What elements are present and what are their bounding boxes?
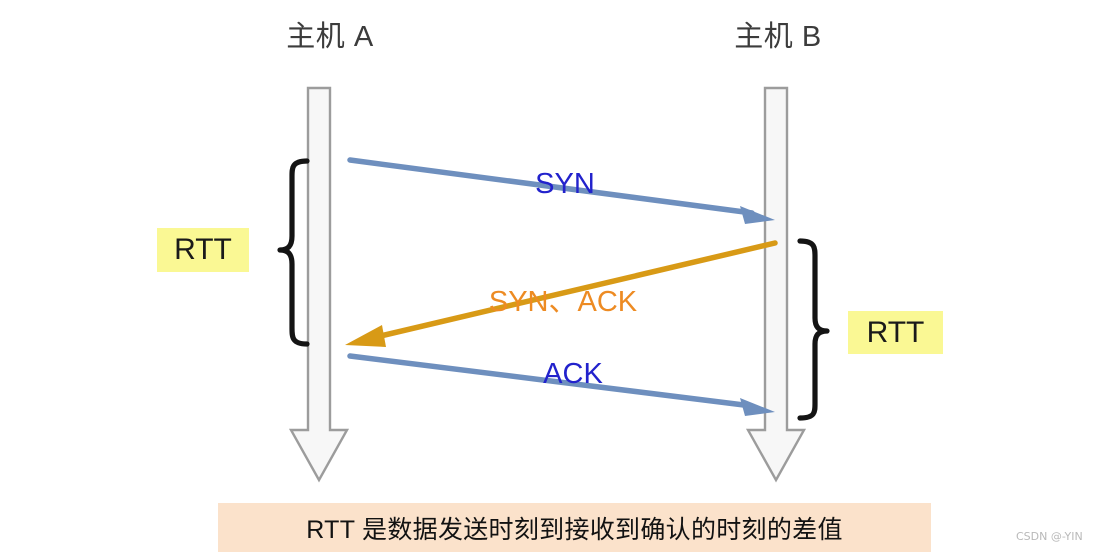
rtt-label-left: RTT: [157, 228, 249, 272]
footer-caption-text: RTT 是数据发送时刻到接收到确认的时刻的差值: [306, 515, 843, 544]
rtt-left-brace: [277, 158, 310, 347]
syn-ack-arrow: [345, 240, 778, 347]
footer-caption-banner: RTT 是数据发送时刻到接收到确认的时刻的差值: [218, 503, 931, 552]
ack-message-label: ACK: [543, 358, 603, 390]
rtt-right-brace: [797, 238, 830, 421]
syn-ack-message-label: SYN、ACK: [488, 286, 638, 318]
host-b-label: 主机 B: [734, 21, 822, 53]
ack-arrow: [347, 353, 775, 416]
host-a-timeline: [288, 86, 350, 483]
host-a-label: 主机 A: [286, 21, 374, 53]
rtt-label-right: RTT: [848, 311, 943, 354]
host-b-timeline: [745, 86, 807, 483]
syn-message-label: SYN: [535, 168, 595, 200]
syn-arrow: [347, 157, 775, 224]
watermark-label: CSDN @-YIN: [1016, 530, 1083, 543]
